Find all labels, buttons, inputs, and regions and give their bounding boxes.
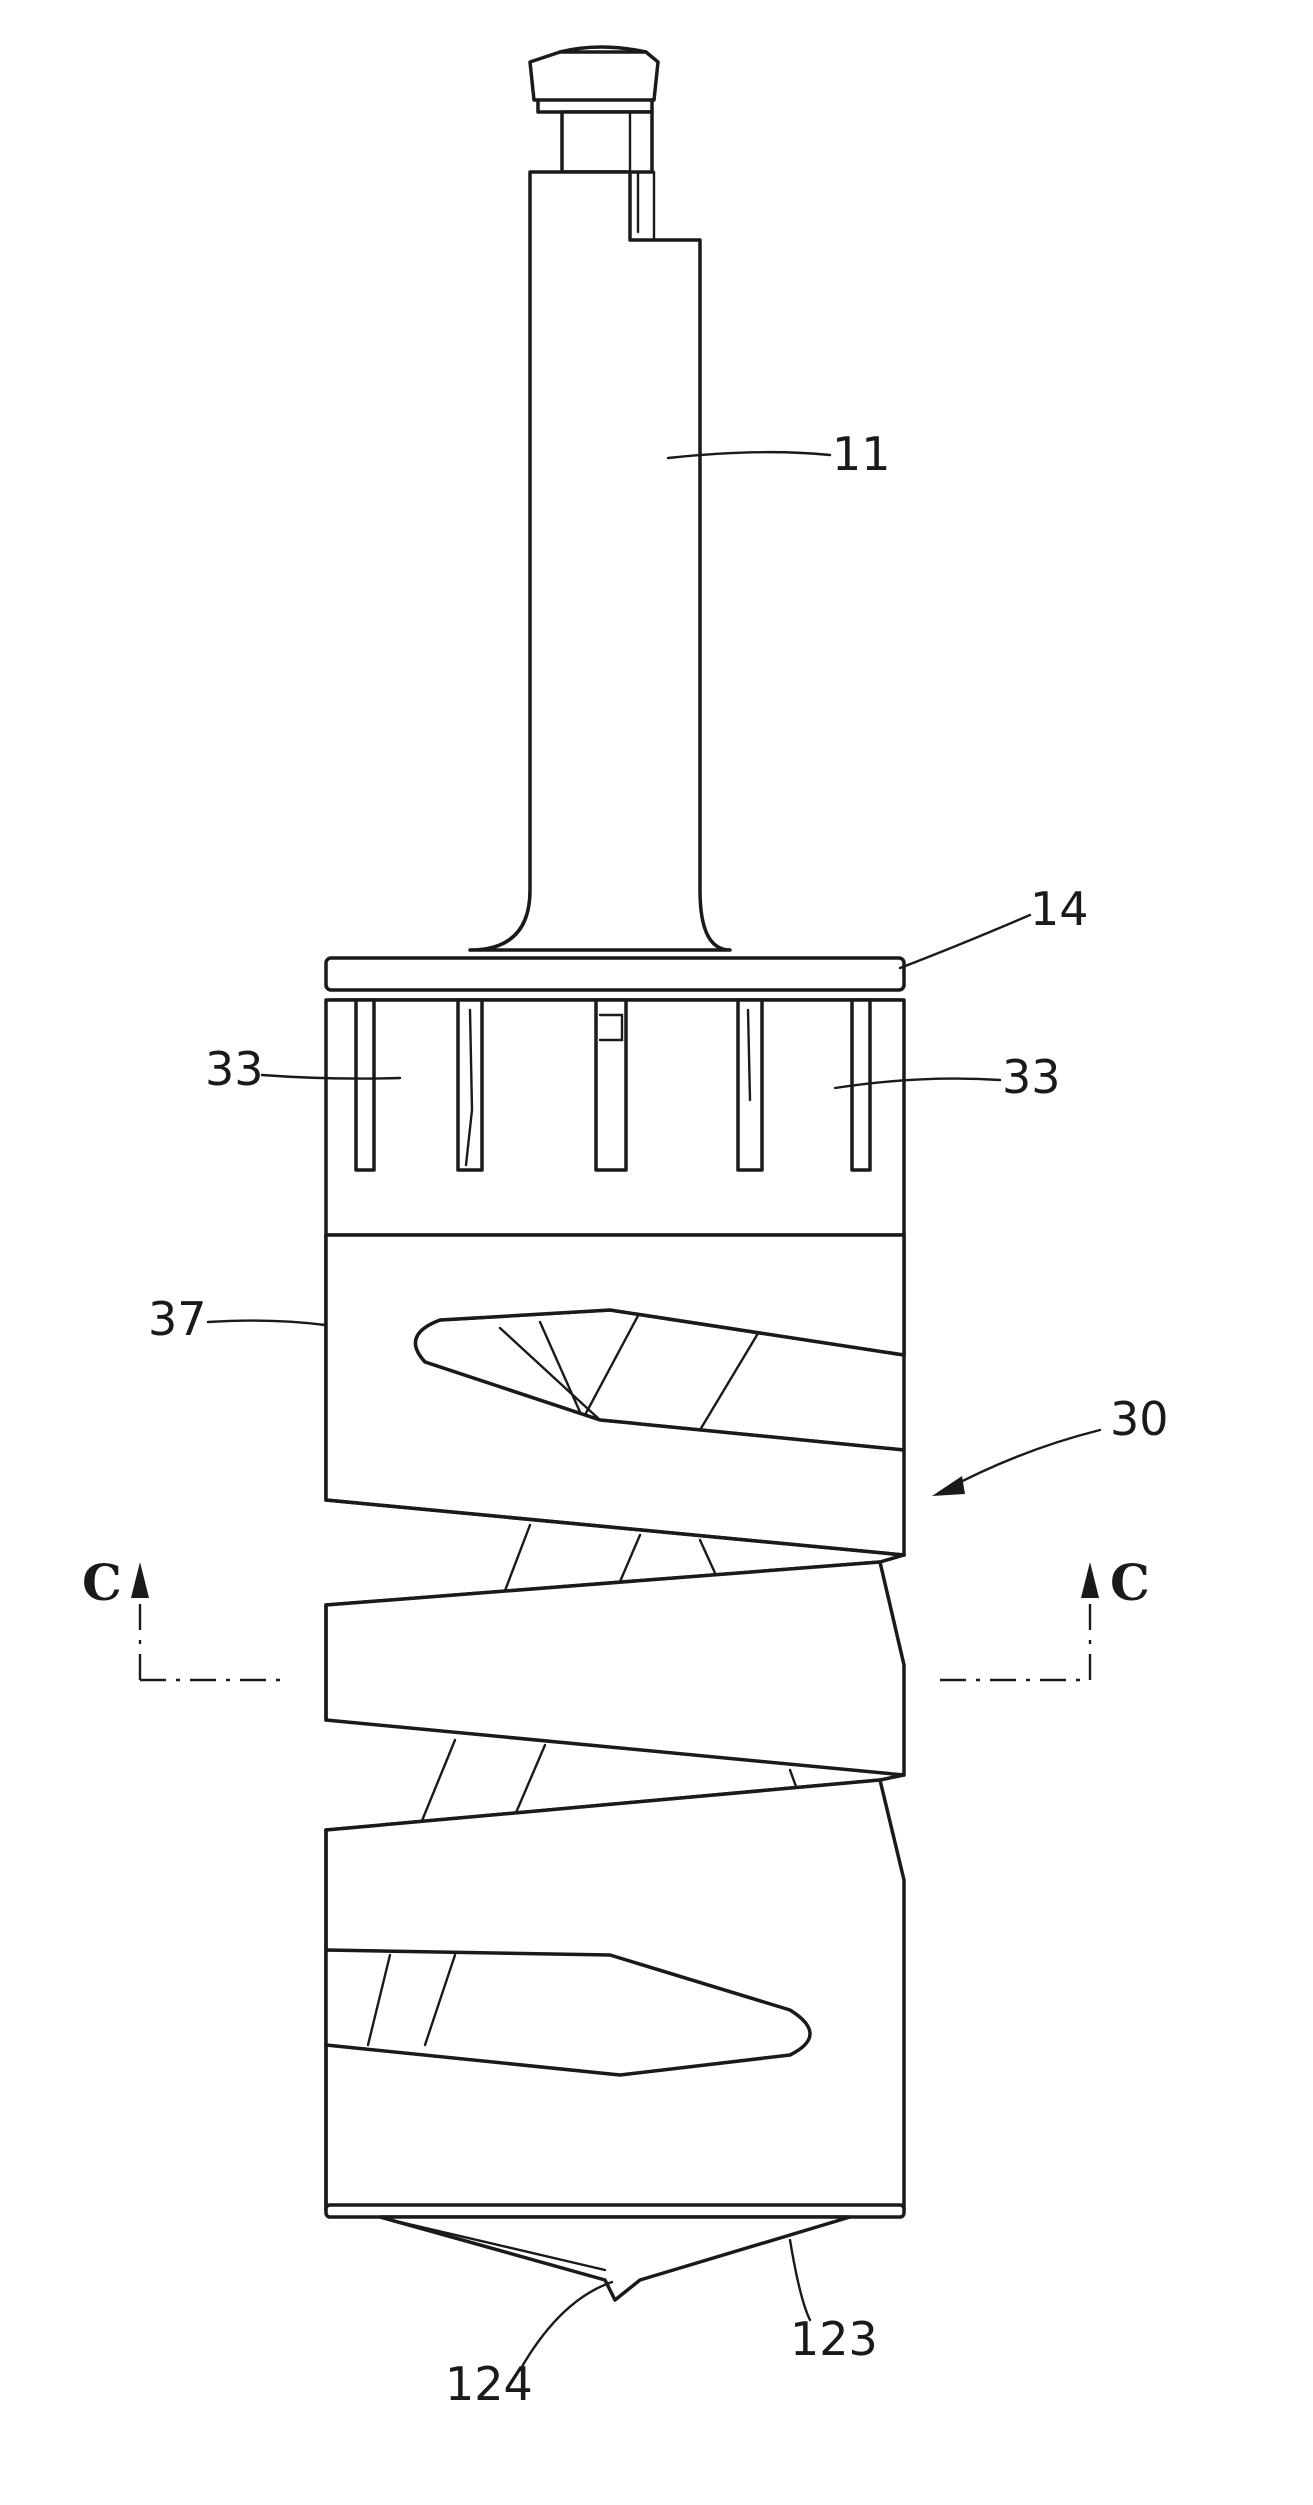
label-body-edge: 37	[148, 1292, 207, 1346]
label-tip: 124	[445, 2357, 533, 2411]
label-shank: 11	[832, 427, 891, 481]
slot-1	[356, 1000, 374, 1170]
label-helix-body: 30	[1110, 1392, 1169, 1446]
shank-head	[530, 47, 658, 172]
label-cutting-edge: 123	[790, 2312, 878, 2366]
shank	[470, 172, 730, 950]
section-mark-right: C	[1110, 1553, 1150, 1612]
section-mark-left: C	[82, 1553, 122, 1612]
section-arrow-right-icon	[1081, 1562, 1099, 1598]
label-slot-right: 33	[1002, 1050, 1061, 1104]
label-slot-left: 33	[205, 1042, 264, 1096]
label-flange: 14	[1030, 882, 1089, 936]
drill-tip	[380, 2217, 850, 2300]
helical-body	[326, 1235, 904, 2217]
helix-arrow-icon	[932, 1476, 965, 1496]
slotted-collar	[326, 1000, 904, 1235]
section-arrow-left-icon	[131, 1562, 149, 1598]
flange	[326, 958, 904, 1000]
